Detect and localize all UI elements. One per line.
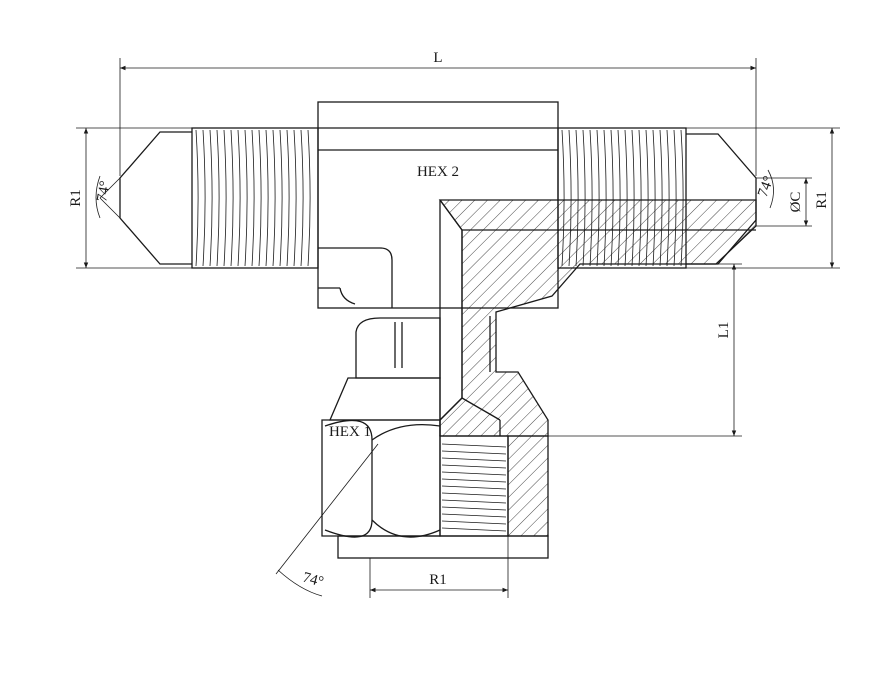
female-thread-line — [441, 506, 507, 511]
length-label: L — [433, 50, 442, 66]
thread-line — [293, 129, 297, 267]
female-thread-lines — [441, 443, 507, 532]
dim-r1-bottom: R1 — [369, 536, 509, 598]
female-thread-line — [441, 527, 507, 532]
hex2-label: HEX 2 — [417, 164, 459, 180]
r1-left-label: R1 — [68, 189, 84, 207]
thread-line — [307, 129, 311, 267]
thread-line — [223, 129, 227, 267]
tee-body — [317, 101, 559, 309]
dim-angle-bottom: 74° — [275, 443, 379, 597]
thread-line — [195, 129, 199, 267]
thread-line — [279, 129, 283, 267]
female-thread-line — [441, 492, 507, 497]
left-male-end — [119, 127, 319, 269]
female-thread-line — [441, 450, 507, 455]
female-thread-line — [441, 520, 507, 525]
angle-right-label: 74° — [755, 174, 777, 199]
thread-line — [209, 129, 213, 267]
thread-line — [237, 129, 241, 267]
female-thread-section — [439, 435, 549, 537]
thread-line — [286, 129, 290, 267]
section-elbow — [438, 199, 757, 437]
thread-line — [258, 129, 262, 267]
l1-label: L1 — [716, 322, 732, 339]
female-thread-line — [441, 457, 507, 462]
thread-line — [300, 129, 304, 267]
angle-bottom-label: 74° — [301, 570, 325, 591]
female-thread-line — [441, 485, 507, 490]
female-thread-line — [441, 464, 507, 469]
thread-line — [202, 129, 206, 267]
dim-length: L — [119, 50, 757, 176]
dim-right: R1 ØC 74° — [686, 127, 840, 269]
thread-line — [272, 129, 276, 267]
thread-line — [251, 129, 255, 267]
r1-bottom-label: R1 — [429, 572, 447, 588]
thread-line — [216, 129, 220, 267]
r1-right-label: R1 — [814, 191, 830, 209]
thread-line — [244, 129, 248, 267]
thread-line — [265, 129, 269, 267]
female-thread-line — [441, 513, 507, 518]
thread-line — [230, 129, 234, 267]
hex1-label: HEX 1 — [329, 424, 371, 440]
left-thread-lines — [195, 129, 311, 267]
angle-left-label: 74° — [94, 180, 113, 203]
swivel-collar — [329, 317, 441, 421]
female-thread-line — [441, 478, 507, 483]
female-thread-line — [441, 499, 507, 504]
female-thread-line — [441, 471, 507, 476]
dim-r1-left: R1 74° — [68, 127, 192, 269]
dim-l1: L1 — [548, 263, 742, 437]
phi-c-label: ØC — [788, 192, 804, 213]
female-thread-line — [441, 443, 507, 448]
